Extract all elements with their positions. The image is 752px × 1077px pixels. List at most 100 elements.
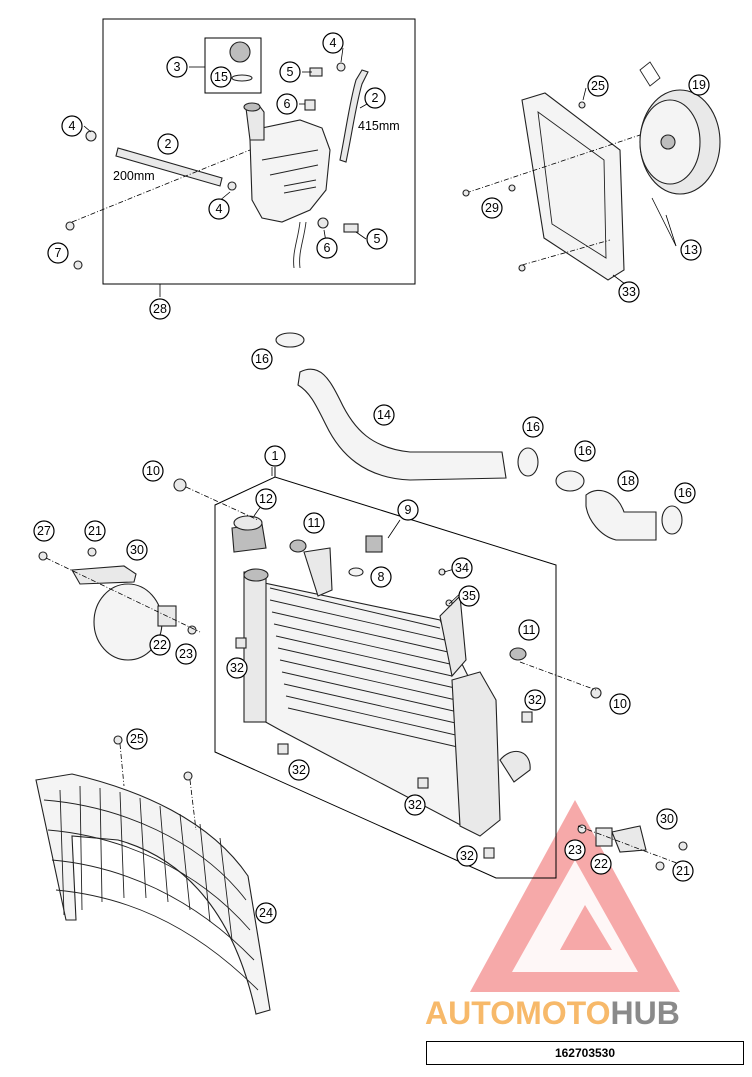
svg-text:21: 21 [676, 864, 690, 878]
svg-text:28: 28 [153, 302, 167, 316]
callout: 6 [276, 93, 298, 115]
svg-text:29: 29 [485, 201, 499, 215]
svg-text:10: 10 [613, 697, 627, 711]
svg-text:16: 16 [526, 420, 540, 434]
reference-number: 162703530 [554, 1046, 616, 1060]
svg-text:3: 3 [174, 60, 181, 74]
rubber-grommet [289, 539, 307, 553]
svg-text:30: 30 [130, 543, 144, 557]
radiator-core [243, 547, 531, 837]
svg-text:16: 16 [678, 486, 692, 500]
callout: 11 [518, 619, 540, 641]
svg-text:8: 8 [378, 570, 385, 584]
hose-clamp [555, 470, 585, 492]
svg-text:5: 5 [374, 232, 381, 246]
svg-text:12: 12 [259, 492, 273, 506]
radiator-hose [297, 368, 507, 481]
callout: 16 [674, 482, 696, 504]
svg-text:23: 23 [568, 843, 582, 857]
callout: 7 [47, 242, 69, 264]
callout: 30 [126, 539, 148, 561]
svg-text:2: 2 [372, 91, 379, 105]
mounting-bracket [611, 825, 647, 853]
clips [235, 637, 533, 859]
svg-text:24: 24 [259, 906, 273, 920]
callout: 14 [373, 404, 395, 426]
callout: 5 [366, 228, 388, 250]
watermark-logo-triangle [470, 800, 680, 992]
callout: 12 [255, 488, 277, 510]
svg-text:1: 1 [272, 449, 279, 463]
svg-text:18: 18 [621, 474, 635, 488]
rubber-grommet [509, 647, 527, 661]
svg-text:13: 13 [684, 243, 698, 257]
callout: 32 [288, 759, 310, 781]
svg-text:25: 25 [591, 79, 605, 93]
expansion-tank [243, 102, 331, 269]
callout: 2 [157, 133, 179, 155]
callout: 4 [322, 32, 344, 54]
callout: 8 [370, 566, 392, 588]
svg-text:32: 32 [460, 849, 474, 863]
hose-elbow [585, 489, 657, 541]
svg-text:6: 6 [324, 241, 331, 255]
callout: 1 [264, 445, 286, 467]
callout: 13 [680, 239, 702, 261]
callout: 21 [672, 860, 694, 882]
callout: 21 [84, 520, 106, 542]
callout: 6 [316, 237, 338, 259]
callout: 3 [166, 56, 188, 78]
mounting-bracket [71, 565, 137, 585]
callout: 22 [590, 853, 612, 875]
callout: 5 [279, 61, 301, 83]
svg-text:11: 11 [523, 623, 536, 637]
radiator-guard [35, 735, 271, 1015]
fan-shroud [521, 92, 625, 281]
hose-clamp [275, 332, 305, 348]
svg-text:5: 5 [287, 65, 294, 79]
svg-text:7: 7 [55, 246, 62, 260]
callout: 27 [33, 520, 55, 542]
callout: 30 [656, 808, 678, 830]
svg-text:AUTOMOTOHUB: AUTOMOTOHUB [425, 995, 680, 1031]
callout: 10 [142, 460, 164, 482]
svg-text:32: 32 [230, 661, 244, 675]
svg-text:6: 6 [284, 97, 291, 111]
svg-text:11: 11 [308, 516, 321, 530]
svg-text:4: 4 [330, 36, 337, 50]
svg-text:19: 19 [692, 78, 706, 92]
svg-text:9: 9 [405, 503, 412, 517]
svg-text:4: 4 [69, 119, 76, 133]
callout: 10 [609, 693, 631, 715]
callout: 2 [364, 87, 386, 109]
watermark-text-b: HUB [610, 995, 679, 1031]
tank-kit-frame [102, 18, 416, 285]
svg-text:14: 14 [377, 408, 391, 422]
reference-number-box: 162703530 [426, 1041, 744, 1065]
hose-200mm-label: 200mm [113, 169, 155, 183]
callout: 32 [404, 794, 426, 816]
hose-clamp [661, 505, 683, 535]
callout: 11 [303, 512, 325, 534]
callout: 25 [126, 728, 148, 750]
svg-text:2: 2 [165, 137, 172, 151]
svg-text:34: 34 [455, 561, 469, 575]
cap-kit-frame [204, 37, 262, 94]
svg-text:22: 22 [153, 638, 167, 652]
svg-text:33: 33 [622, 285, 636, 299]
callout: 29 [481, 197, 503, 219]
svg-text:15: 15 [214, 70, 228, 84]
svg-text:35: 35 [462, 589, 476, 603]
callout: 15 [210, 66, 232, 88]
svg-text:32: 32 [408, 798, 422, 812]
callout: 16 [574, 440, 596, 462]
svg-text:21: 21 [88, 524, 102, 538]
callout: 23 [175, 643, 197, 665]
callout: 32 [456, 845, 478, 867]
svg-text:4: 4 [216, 202, 223, 216]
svg-text:27: 27 [37, 524, 51, 538]
callout: 28 [149, 298, 171, 320]
callout: 4 [61, 115, 83, 137]
svg-text:32: 32 [292, 763, 306, 777]
